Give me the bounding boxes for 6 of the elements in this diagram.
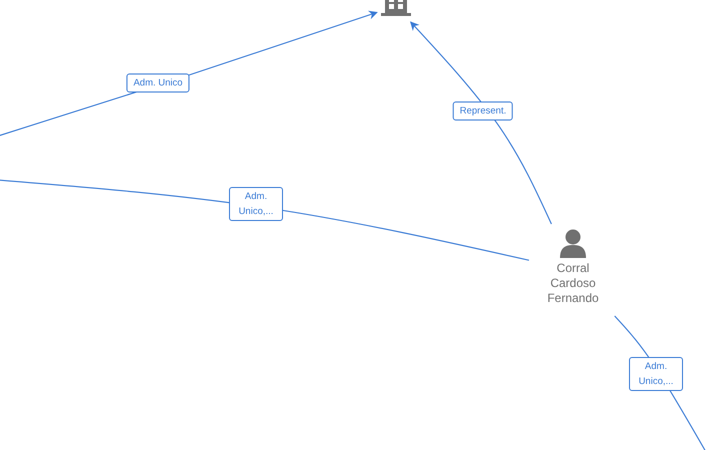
edge-label: Represent. (452, 102, 514, 120)
edge-label: Adm. Unico,... (229, 187, 283, 221)
person-name: Corral Cardoso Fernando (546, 261, 600, 306)
edge-label: Adm. Unico (126, 74, 190, 92)
edge-label: Adm. Unico,... (629, 357, 683, 391)
connector-arrow (410, 21, 552, 224)
